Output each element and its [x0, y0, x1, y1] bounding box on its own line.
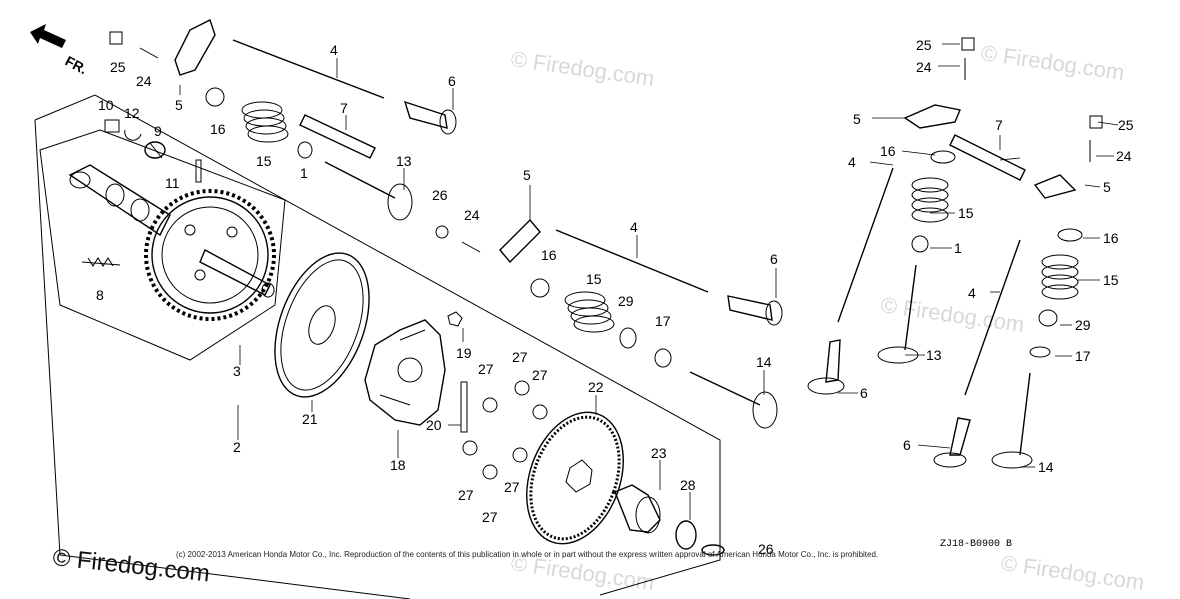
callout-7[interactable]: 7 [340, 100, 348, 116]
callout-26[interactable]: 26 [432, 187, 448, 203]
callout-25[interactable]: 25 [110, 59, 126, 75]
callout-4[interactable]: 4 [330, 42, 338, 58]
callout-16[interactable]: 16 [880, 143, 896, 159]
callout-27[interactable]: 27 [458, 487, 474, 503]
direction-label: FR. [63, 53, 90, 78]
callout-25[interactable]: 25 [1118, 117, 1134, 133]
valve-springs [241, 101, 1079, 333]
callout-4[interactable]: 4 [630, 219, 638, 235]
callout-24[interactable]: 24 [464, 207, 480, 223]
front-direction-arrow: FR. [30, 24, 90, 77]
copyright-notice: (c) 2002-2013 American Honda Motor Co., … [176, 550, 878, 559]
callout-7[interactable]: 7 [995, 117, 1003, 133]
callout-20[interactable]: 20 [426, 417, 442, 433]
assembly-box-2 [34, 94, 721, 599]
callout-29[interactable]: 29 [618, 293, 634, 309]
assembly-box-3 [39, 129, 286, 361]
callout-29[interactable]: 29 [1075, 317, 1091, 333]
push-rods [232, 39, 1021, 396]
callout-17[interactable]: 17 [1075, 348, 1091, 364]
part-callouts: 4 6 7 13 25 24 5 16 15 1 10 12 9 11 8 3 … [96, 37, 1134, 557]
callout-16[interactable]: 16 [541, 247, 557, 263]
governor-pin [447, 311, 468, 433]
callout-14[interactable]: 14 [756, 354, 772, 370]
callout-8[interactable]: 8 [96, 287, 104, 303]
callout-5[interactable]: 5 [175, 97, 183, 113]
callout-3[interactable]: 3 [233, 363, 241, 379]
callout-23[interactable]: 23 [651, 445, 667, 461]
callout-15[interactable]: 15 [256, 153, 272, 169]
callout-27[interactable]: 27 [512, 349, 528, 365]
rocker-shafts [299, 114, 1026, 181]
callout-4[interactable]: 4 [968, 285, 976, 301]
callout-15[interactable]: 15 [958, 205, 974, 221]
watermark: © Firedog.com [999, 550, 1146, 595]
callout-6[interactable]: 6 [860, 385, 868, 401]
callout-16[interactable]: 16 [210, 121, 226, 137]
callout-2[interactable]: 2 [233, 439, 241, 455]
callout-18[interactable]: 18 [390, 457, 406, 473]
valves [324, 161, 1033, 469]
governor-plate [274, 252, 370, 398]
callout-14[interactable]: 14 [1038, 459, 1054, 475]
small-hardware [109, 31, 1103, 368]
callout-10[interactable]: 10 [98, 97, 114, 113]
valve-lifters [403, 100, 971, 468]
callout-12[interactable]: 12 [124, 105, 140, 121]
callout-27[interactable]: 27 [504, 479, 520, 495]
callout-6[interactable]: 6 [903, 437, 911, 453]
callout-5[interactable]: 5 [853, 111, 861, 127]
callout-17[interactable]: 17 [655, 313, 671, 329]
callout-11[interactable]: 11 [165, 175, 180, 191]
watermark: © Firedog.com [879, 292, 1026, 337]
leader-lines [179, 43, 1119, 520]
callout-19[interactable]: 19 [456, 345, 472, 361]
callout-5[interactable]: 5 [1103, 179, 1111, 195]
watermark: © Firedog.com [979, 40, 1126, 85]
callout-22[interactable]: 22 [588, 379, 604, 395]
callout-24[interactable]: 24 [136, 73, 152, 89]
callout-21[interactable]: 21 [302, 411, 318, 427]
callout-9[interactable]: 9 [154, 123, 162, 139]
governor-holder [364, 319, 446, 426]
callout-25[interactable]: 25 [916, 37, 932, 53]
callout-27[interactable]: 27 [532, 367, 548, 383]
callout-5[interactable]: 5 [523, 167, 531, 183]
callout-27[interactable]: 27 [482, 509, 498, 525]
callout-6[interactable]: 6 [448, 73, 456, 89]
camshaft [68, 164, 276, 321]
callout-1[interactable]: 1 [954, 240, 962, 256]
callout-27[interactable]: 27 [478, 361, 494, 377]
callout-28[interactable]: 28 [680, 477, 696, 493]
callout-15[interactable]: 15 [1103, 272, 1119, 288]
thrust-washers [675, 520, 725, 556]
governor-sleeve [614, 484, 661, 534]
callout-6[interactable]: 6 [770, 251, 778, 267]
callout-4[interactable]: 4 [848, 154, 856, 170]
diagram-code: ZJ18-B0900 B [940, 539, 1012, 550]
callout-26[interactable]: 26 [758, 541, 774, 557]
callout-13[interactable]: 13 [396, 153, 412, 169]
callout-13[interactable]: 13 [926, 347, 942, 363]
rocker-arms [174, 19, 1077, 264]
governor-weights [462, 380, 548, 480]
callout-1[interactable]: 1 [300, 165, 308, 181]
oil-gear-plate [526, 411, 624, 545]
callout-15[interactable]: 15 [586, 271, 602, 287]
watermark: © Firedog.com [509, 46, 656, 91]
callout-24[interactable]: 24 [916, 59, 932, 75]
decompressor-parts [81, 119, 202, 267]
callout-16[interactable]: 16 [1103, 230, 1119, 246]
callout-24[interactable]: 24 [1116, 148, 1132, 164]
